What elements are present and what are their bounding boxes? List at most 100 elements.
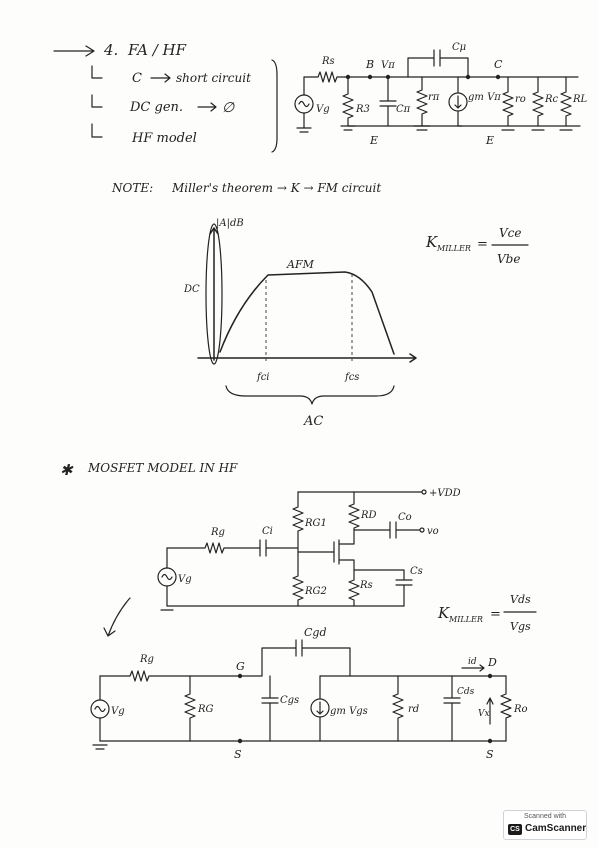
dc-ellipse	[205, 223, 223, 365]
id-label: id	[468, 657, 477, 667]
kmiller-den: Vbe	[497, 252, 520, 266]
hf-small-signal-model: Rg Vg RG G S Cgd Cgs gm Vgs rd Cds Vx Ro…	[90, 626, 528, 761]
resistor-rg1	[292, 491, 304, 567]
section-title: FA / HF	[127, 41, 187, 59]
capacitor-cpi	[379, 76, 397, 127]
cs-label: Cs	[410, 566, 423, 577]
item1-text: short circuit	[176, 71, 251, 85]
capacitor-ci	[259, 539, 299, 557]
ac-wave-icon	[298, 100, 310, 108]
rg-label: Rg	[139, 654, 154, 665]
resistor-rd	[348, 491, 360, 531]
capacitor-cmu	[407, 49, 469, 78]
node	[487, 738, 493, 744]
rl-label: RL	[572, 94, 588, 105]
ac-wave-icon	[161, 573, 173, 581]
node	[465, 74, 471, 80]
ci-label: Ci	[262, 526, 273, 537]
item3-text: HF model	[131, 131, 197, 146]
resistor-rl	[560, 76, 572, 127]
ground-icon	[92, 717, 108, 750]
kmiller-label: K	[425, 233, 438, 251]
rg-bias-label: RG	[197, 704, 214, 715]
cpi-label: Cπ	[396, 104, 411, 115]
item2-label: DC gen.	[129, 100, 183, 115]
hook-icon	[91, 65, 103, 79]
kmiller-den: Vgs	[510, 620, 531, 633]
fcs-label: fcs	[344, 372, 359, 383]
scanner-watermark: Scanned with CS CamScanner	[503, 810, 587, 840]
resistor-rs	[348, 573, 360, 607]
terminal	[419, 527, 425, 533]
kmiller-num: Vds	[510, 593, 531, 606]
note-label: NOTE:	[111, 181, 153, 195]
afm-label: AFM	[286, 258, 315, 271]
co-label: Co	[398, 512, 412, 523]
mosfet-amplifier: +VDD RG1 RG2 Rg Ci Vg RD Co vo Rs Cs K M…	[103, 488, 537, 637]
rg1-label: RG1	[304, 518, 327, 529]
resistor-rg	[166, 542, 261, 554]
vg-label: Vg	[111, 706, 125, 717]
resistor-rs	[303, 71, 346, 83]
ac-label: AC	[303, 414, 323, 429]
header-section: 4. FA / HF C short circuit DC gen. ∅ HF …	[53, 41, 278, 153]
ground-icon	[160, 585, 174, 611]
arrow-icon	[316, 701, 324, 715]
hybrid-pi-circuit: Rs Vg B Vπ Cμ C R3 Cπ rπ E gm Vπ E	[294, 42, 588, 147]
y-axis-label: |A|dB	[216, 218, 244, 229]
cgs-label: Cgs	[280, 695, 299, 706]
camscanner-logo-icon: CS	[508, 824, 522, 835]
resistor-rg-bias	[184, 675, 196, 742]
bode-plot: |A|dB DC AFM fci fcs AC	[183, 218, 417, 429]
vdd-label: +VDD	[429, 488, 461, 499]
resistor-rd	[392, 675, 404, 742]
arrow-icon	[454, 95, 462, 109]
cds-label: Cds	[457, 687, 475, 697]
equals-sign: =	[490, 607, 501, 622]
resistor-r3	[342, 76, 354, 127]
rc-label: Rc	[544, 94, 559, 105]
y-axis	[209, 227, 219, 361]
resistor-rpi	[416, 76, 428, 127]
s2-label: S	[486, 748, 494, 761]
node	[367, 74, 373, 80]
mosfet-section-title: ✱ MOSFET MODEL IN HF	[60, 461, 238, 479]
kmiller-sub: MILLER	[448, 615, 483, 624]
watermark-caption: Scanned with	[523, 813, 567, 820]
hook-icon	[91, 123, 103, 138]
down-arrow-icon	[103, 597, 131, 637]
rg-label: Rg	[210, 527, 225, 538]
kmiller-num: Vce	[499, 226, 522, 240]
rd-label: RD	[360, 510, 377, 521]
gm-label: gm Vπ	[468, 92, 501, 103]
ground-icon	[296, 112, 312, 133]
fci-label: fci	[256, 372, 270, 383]
id-arrow-icon	[461, 664, 485, 672]
rpi-label: rπ	[428, 92, 440, 103]
rd-label: rd	[408, 704, 419, 715]
current-source	[448, 92, 468, 112]
e2-label: E	[485, 134, 494, 147]
resistor-ro	[500, 675, 512, 742]
vg-label: Vg	[178, 574, 192, 585]
arrow-icon	[150, 73, 171, 83]
e1-label: E	[369, 134, 378, 147]
bullet-icon: ✱	[60, 461, 74, 479]
item1-label: C	[132, 71, 142, 86]
capacitor-cgs	[261, 675, 279, 742]
s1-label: S	[234, 748, 242, 761]
cgd-label: Cgd	[304, 626, 327, 639]
c-label: C	[494, 58, 503, 71]
mosfet-symbol	[297, 529, 355, 575]
node	[237, 738, 243, 744]
brace-icon	[271, 59, 278, 153]
equals-sign: =	[477, 237, 488, 252]
ro-label: ro	[515, 94, 526, 105]
rs-label: Rs	[359, 580, 373, 591]
vx-label: Vx	[478, 709, 490, 719]
dc-label: DC	[183, 284, 200, 295]
terminal	[421, 489, 427, 495]
d-label: D	[487, 656, 497, 669]
